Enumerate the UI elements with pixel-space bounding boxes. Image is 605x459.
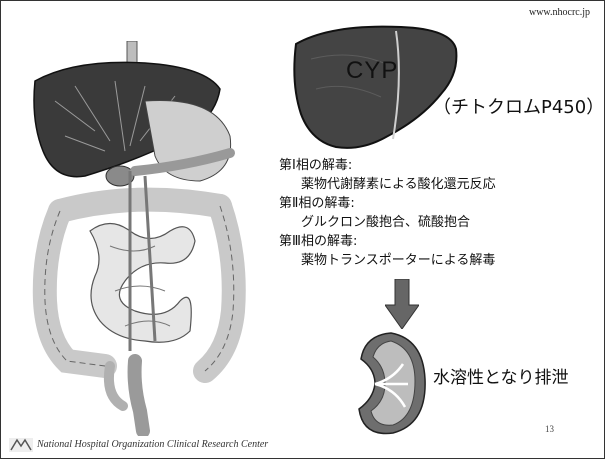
phase2-description: グルクロン酸抱合、硫酸抱合	[279, 213, 496, 232]
logo-icon	[9, 438, 33, 452]
page-number: 13	[545, 424, 554, 434]
liver-illustration	[291, 19, 461, 159]
site-url: www.nhocrc.jp	[529, 7, 590, 18]
down-arrow-icon	[385, 279, 419, 329]
cyp-label: CYP	[346, 57, 398, 85]
phase2-title: 第Ⅱ相の解毒:	[279, 194, 496, 213]
phase1-description: 薬物代謝酵素による酸化還元反応	[279, 175, 496, 194]
cyp-full-label: （チトクロムP450）	[433, 93, 604, 119]
phase3-description: 薬物トランスポーターによる解毒	[279, 251, 496, 270]
excretion-label: 水溶性となり排泄	[433, 363, 569, 388]
phase1-title: 第Ⅰ相の解毒:	[279, 156, 496, 175]
detox-phases: 第Ⅰ相の解毒: 薬物代謝酵素による酸化還元反応 第Ⅱ相の解毒: グルクロン酸抱合…	[279, 156, 496, 270]
digestive-system-illustration	[15, 41, 265, 436]
phase3-title: 第Ⅲ相の解毒:	[279, 232, 496, 251]
organization-footer: National Hospital Organization Clinical …	[37, 439, 268, 450]
kidney-illustration	[353, 329, 429, 439]
